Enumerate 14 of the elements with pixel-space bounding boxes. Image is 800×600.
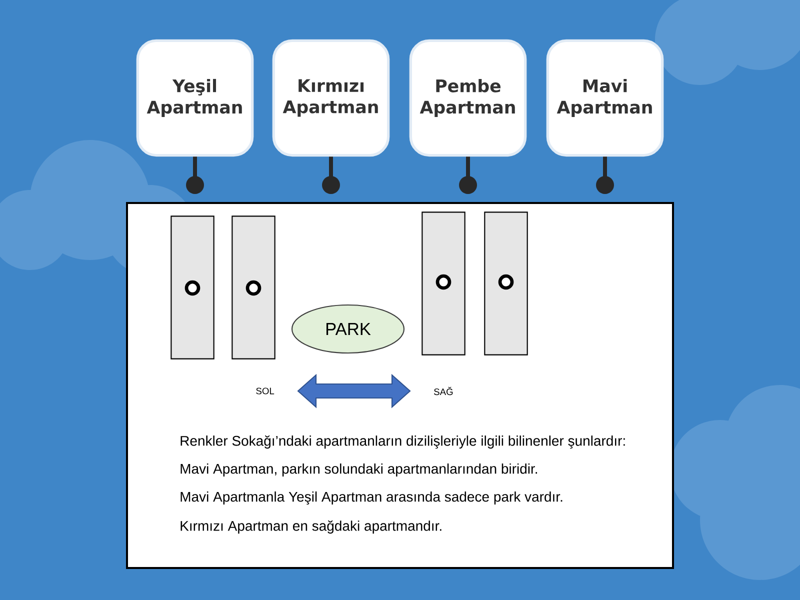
- cloud-sign: Pembe Apartman: [409, 39, 527, 157]
- statement-text: Kırmızı Apartman en sağdaki apartmandır.: [180, 520, 442, 534]
- building: [170, 216, 214, 360]
- statement-text: Mavi Apartman, parkın solundaki apartmanlarından biridir.: [180, 463, 537, 477]
- statement-text: Renkler Sokağı’ndaki apartmanların dizilişleriyle ilgili bilinenler şunlardır:: [180, 435, 625, 449]
- building: [484, 212, 528, 356]
- cloud-sign: Yeşil Apartman: [136, 39, 254, 157]
- building: [422, 212, 466, 356]
- direction-label: SAĞ: [434, 386, 453, 396]
- building: [232, 216, 276, 360]
- cloud-sign: Mavi Apartman: [546, 39, 664, 157]
- statement-text: Mavi Apartmanla Yeşil Apartman arasında sadece park vardır.: [180, 491, 562, 505]
- direction-label: SOL: [256, 388, 274, 394]
- cloud-sign: Kırmızı Apartman: [272, 39, 390, 157]
